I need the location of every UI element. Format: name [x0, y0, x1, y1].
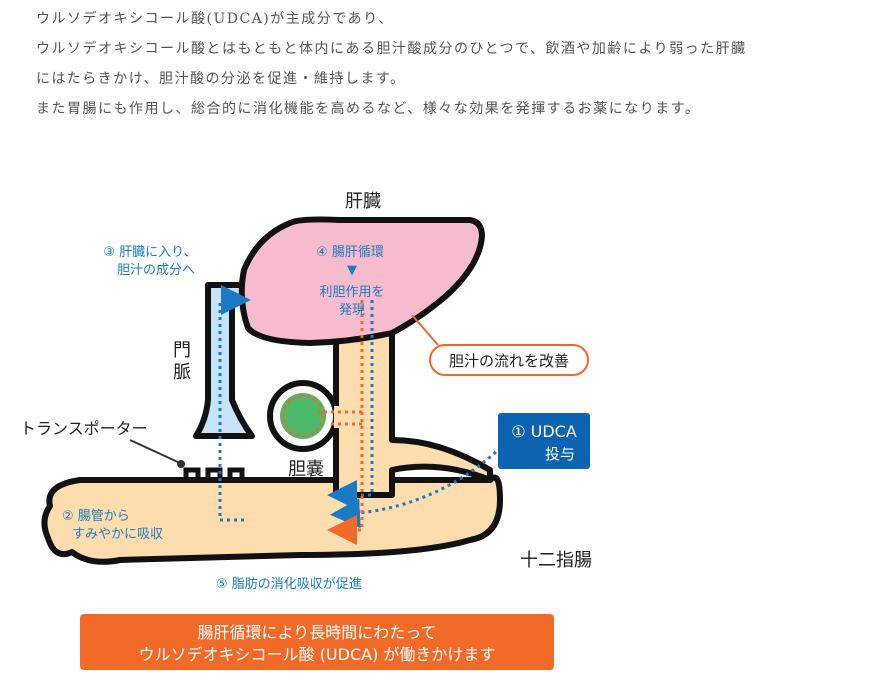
- udca-line2: 投与: [545, 445, 575, 463]
- blue-flow-path: [218, 285, 497, 529]
- bile-duct-shape: [333, 302, 493, 498]
- summary-banner: [80, 614, 554, 670]
- step3-line2: 胆汁の成分へ: [117, 263, 195, 278]
- duodenum-label: 十二指腸: [520, 550, 592, 571]
- intro-line: にはたらきかけ、胆汁酸の分泌を促進・維持します。: [36, 71, 406, 87]
- step4-arrow: ▼: [347, 263, 357, 278]
- gallbladder-label: 胆嚢: [288, 459, 324, 480]
- portal-vein-label-1: 門: [173, 340, 191, 361]
- bile-flow-label: 胆汁の流れを改善: [449, 352, 569, 370]
- intestine-shape: [41, 474, 503, 565]
- summary-line2: ウルソデオキシコール酸 (UDCA) が働きかけます: [139, 645, 496, 664]
- transporter-label: トランスポーター: [20, 419, 148, 438]
- step5-label: ⑤ 脂肪の消化吸収が促進: [216, 576, 362, 592]
- step2-line2: すみやかに吸収: [72, 527, 163, 542]
- liver-label: 肝臓: [345, 191, 381, 212]
- liver-shape: [238, 216, 485, 346]
- step3-line1: ③ 肝臓に入り、: [103, 245, 196, 260]
- step4-line4: 発現: [339, 303, 365, 318]
- gallbladder-connector: [334, 406, 340, 428]
- intro-line: また胃腸にも作用し、総合的に消化機能を高めるなど、様々な効果を発揮するお薬になり…: [36, 101, 701, 117]
- intro-text: ウルソデオキシコール酸(UDCA)が主成分であり、 ウルソデオキシコール酸とはも…: [36, 4, 876, 124]
- transporter-pointer: [129, 439, 181, 464]
- transporter-shape: [183, 467, 245, 480]
- bile-flow-callout: [429, 344, 589, 376]
- intro-line: ウルソデオキシコール酸とはもともと体内にある胆汁酸成分のひとつで、飲酒や加齢によ…: [36, 41, 747, 57]
- intro-line: ウルソデオキシコール酸(UDCA)が主成分であり、: [36, 11, 394, 27]
- udca-box: [498, 413, 590, 469]
- step2-line1: ② 腸管から: [62, 509, 130, 524]
- step4-line3: 利胆作用を: [319, 285, 384, 300]
- summary-line1: 腸肝循環により長時間にわたって: [198, 623, 437, 642]
- udca-line1: ① UDCA: [511, 422, 577, 441]
- portal-vein-shape: [193, 282, 265, 439]
- step4-line1: ④ 腸肝循環: [316, 245, 384, 260]
- transporter-pointer-dot: [177, 460, 185, 468]
- portal-vein-label-2: 脈: [173, 362, 191, 383]
- orange-flow-path: [281, 300, 364, 545]
- bile-flow-pointer: [411, 314, 439, 346]
- gallbladder-inner: [280, 393, 326, 439]
